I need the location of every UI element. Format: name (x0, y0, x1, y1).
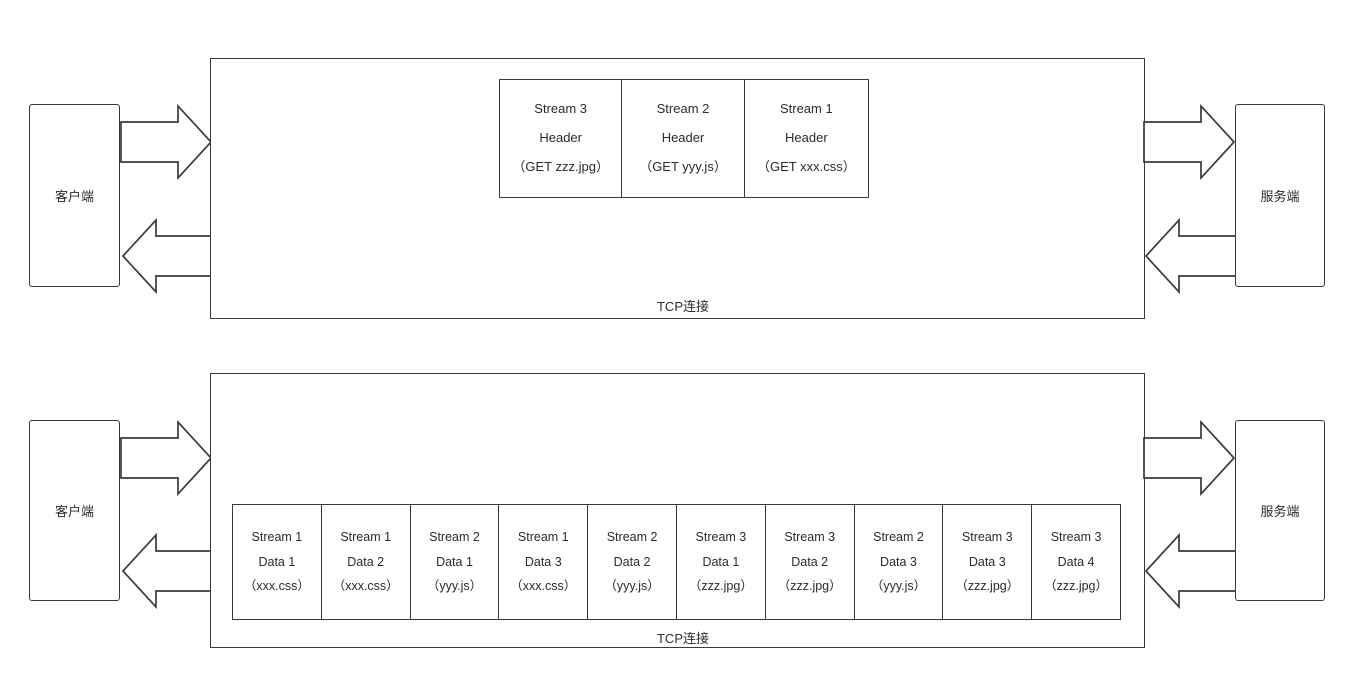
server-label-bottom: 服务端 (1260, 504, 1300, 519)
frame-resource-label: （GET zzz.jpg） (512, 158, 609, 174)
client-label-bottom: 客户端 (54, 504, 94, 519)
tcp-connection-label-top: TCP连接 (656, 299, 710, 314)
frame-kind-label: Data 4 (1057, 554, 1095, 569)
frame-resource-label: （xxx.css） (510, 579, 577, 594)
frame-stream-label: Stream 2 (429, 530, 480, 545)
client-box-top: 客户端 (29, 104, 120, 287)
frame-stream-label: Stream 3 (784, 530, 836, 545)
frame-stream-label: Stream 1 (251, 530, 303, 545)
frame-kind-label: Data 3 (968, 554, 1006, 569)
arrow-connection-to-server-top (1143, 103, 1236, 181)
frame-resource-label: （GET xxx.css） (756, 158, 856, 174)
frame-stream-label: Stream 3 (961, 530, 1013, 545)
frame-stream-label: Stream 3 (695, 530, 747, 545)
frame-stream-label: Stream 2 (606, 530, 658, 545)
frame-stream-label: Stream 1 (779, 101, 833, 117)
data-frame-cell[interactable]: Stream 3 Data 3 （zzz.jpg） (943, 505, 1033, 619)
client-box-bottom: 客户端 (29, 420, 120, 601)
header-frame-cell[interactable]: Stream 2 Header （GET yyy.js） (622, 80, 745, 197)
data-frame-cell[interactable]: Stream 2 Data 2 （yyy.js） (588, 505, 677, 619)
frame-resource-label: （yyy.js） (604, 579, 660, 594)
data-frame-cell[interactable]: Stream 2 Data 1 （yyy.js） (410, 505, 500, 619)
arrow-server-to-connection-bottom (1144, 532, 1237, 610)
tcp-connection-label-bottom: TCP连接 (656, 631, 710, 646)
frame-kind-label: Header (539, 130, 582, 146)
frame-stream-label: Stream 3 (534, 101, 588, 117)
frame-resource-label: （yyy.js） (870, 579, 927, 594)
frame-kind-label: Data 3 (524, 554, 562, 569)
frame-resource-label: （zzz.jpg） (955, 579, 1020, 594)
frame-stream-label: Stream 2 (873, 530, 924, 545)
arrow-server-to-connection-top (1144, 217, 1237, 295)
frame-kind-label: Data 1 (436, 554, 473, 569)
frame-resource-label: （xxx.css） (243, 579, 310, 594)
server-label-top: 服务端 (1260, 189, 1300, 204)
data-frame-cell[interactable]: Stream 1 Data 3 （xxx.css） (499, 505, 589, 619)
frame-resource-label: （yyy.js） (426, 579, 483, 594)
frame-stream-label: Stream 1 (340, 530, 392, 545)
server-box-top: 服务端 (1235, 104, 1325, 287)
data-frame-cell[interactable]: Stream 1 Data 1 （xxx.css） (233, 505, 322, 619)
data-frame-strip: Stream 1 Data 1 （xxx.css） Stream 1 Data … (232, 504, 1121, 620)
frame-kind-label: Header (785, 130, 828, 146)
frame-kind-label: Data 2 (613, 554, 651, 569)
client-label-top: 客户端 (54, 189, 94, 204)
frame-resource-label: （zzz.jpg） (1044, 579, 1109, 594)
frame-kind-label: Data 3 (880, 554, 917, 569)
frame-kind-label: Header (661, 130, 705, 146)
frame-stream-label: Stream 1 (517, 530, 569, 545)
data-frame-cell[interactable]: Stream 1 Data 2 （xxx.css） (321, 505, 411, 619)
arrow-client-to-connection-top (120, 103, 213, 181)
header-frame-cell[interactable]: Stream 1 Header （GET xxx.css） (744, 80, 869, 197)
frame-stream-label: Stream 2 (656, 101, 710, 117)
frame-kind-label: Data 2 (347, 554, 385, 569)
arrow-client-to-connection-bottom (120, 419, 213, 497)
header-frame-strip: Stream 3 Header （GET zzz.jpg） Stream 2 H… (499, 79, 869, 198)
frame-resource-label: （xxx.css） (332, 579, 399, 594)
arrow-connection-to-client-bottom (121, 532, 214, 610)
data-frame-cell[interactable]: Stream 2 Data 3 （yyy.js） (854, 505, 944, 619)
arrow-connection-to-client-top (121, 217, 214, 295)
frame-kind-label: Data 2 (791, 554, 829, 569)
frame-resource-label: （zzz.jpg） (777, 579, 842, 594)
frame-stream-label: Stream 3 (1050, 530, 1102, 545)
data-frame-cell[interactable]: Stream 3 Data 4 （zzz.jpg） (1032, 505, 1120, 619)
frame-resource-label: （zzz.jpg） (688, 579, 753, 594)
frame-kind-label: Data 1 (258, 554, 296, 569)
frame-kind-label: Data 1 (702, 554, 740, 569)
data-frame-cell[interactable]: Stream 3 Data 2 （zzz.jpg） (765, 505, 855, 619)
data-frame-cell[interactable]: Stream 3 Data 1 （zzz.jpg） (676, 505, 766, 619)
arrow-connection-to-server-bottom (1143, 419, 1236, 497)
header-frame-cell[interactable]: Stream 3 Header （GET zzz.jpg） (500, 80, 623, 197)
frame-resource-label: （GET yyy.js） (639, 158, 727, 174)
server-box-bottom: 服务端 (1235, 420, 1325, 601)
